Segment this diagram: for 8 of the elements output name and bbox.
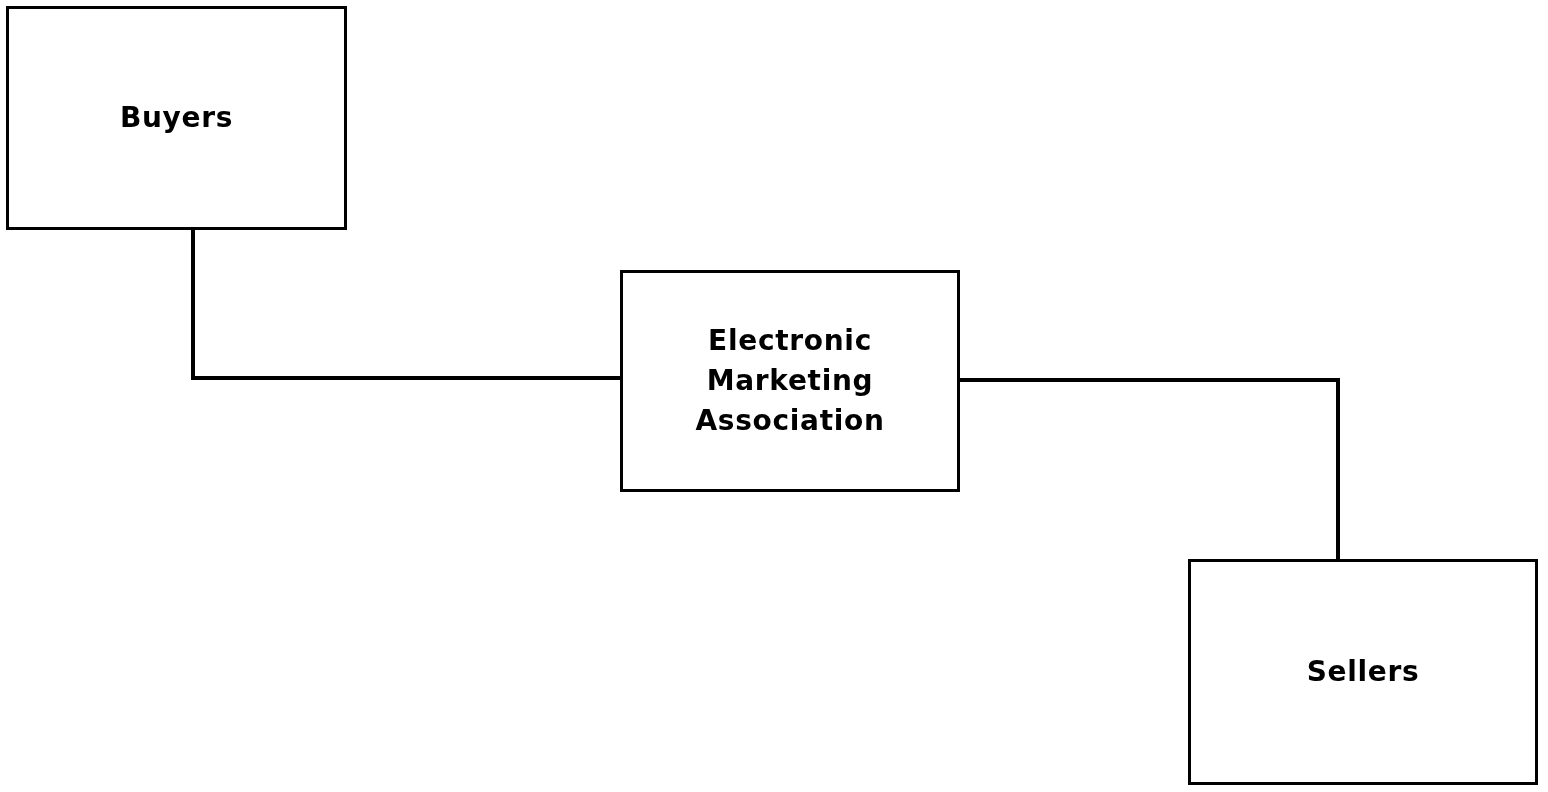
box	[1188, 559, 1538, 785]
box-label: Sellers	[1306, 654, 1420, 690]
box-label: Buyers	[119, 100, 234, 136]
connector-line	[191, 230, 620, 380]
box-label: Electronic Marketing Association	[694, 323, 886, 439]
box	[620, 270, 960, 492]
connector-line	[960, 378, 1340, 559]
box	[6, 6, 347, 230]
